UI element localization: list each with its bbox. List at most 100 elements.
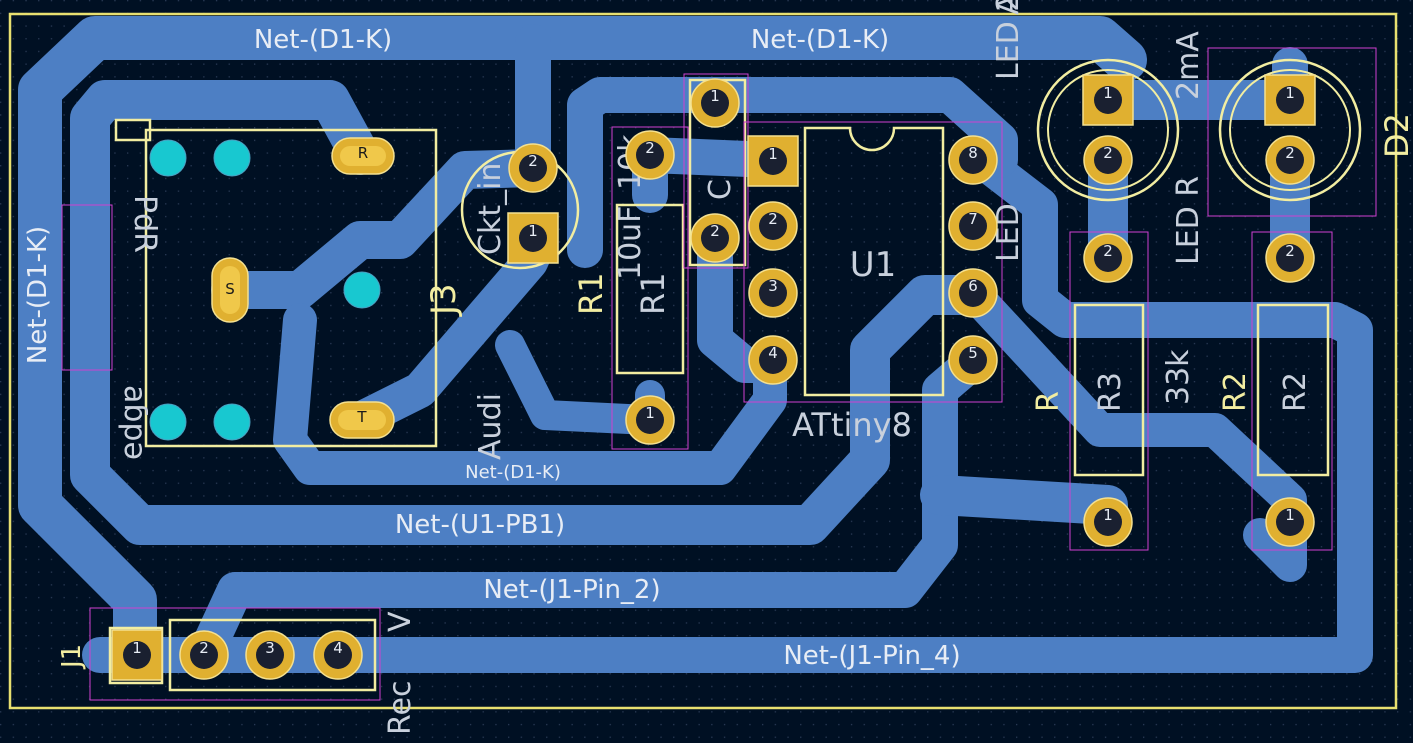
d2-courtyard (1207, 47, 1377, 217)
net-label-d1k-top-right: Net-(D1-K) (751, 25, 889, 55)
ref-cap-c: C (703, 179, 738, 200)
track-j3-s[interactable] (211, 149, 552, 309)
net-label-d1k-left: Net-(D1-K) (23, 226, 53, 364)
j3-outline (144, 128, 438, 448)
ref-j1: J1 (57, 644, 87, 670)
ref-pdr2: aɓpǝ (117, 385, 152, 460)
r3-outline (1073, 303, 1145, 477)
pad-u1-7[interactable]: 7 (948, 201, 998, 251)
ref-j3: J3 (424, 283, 464, 317)
net-label-d1k-top-left: Net-(D1-K) (254, 25, 392, 55)
u1-outline (803, 126, 945, 397)
ref-r1-value: 10uF (613, 206, 648, 280)
net-label-d1k-bottom: Net-(D1-K) (465, 462, 561, 483)
pad-u1-4[interactable]: 4 (748, 335, 798, 385)
j3-fab (114, 118, 152, 142)
pad-u1-1-label: 1 (768, 145, 778, 163)
ref-u1-value: ATtiny8 (792, 406, 912, 444)
pad-cap-1[interactable]: 1 (507, 212, 559, 264)
pad-r3-2[interactable]: 2 (1083, 233, 1133, 283)
pad-j1-2-label: 2 (199, 639, 209, 657)
track-d1k-outer[interactable] (18, 16, 1147, 677)
pad-r3-1-label: 1 (1103, 506, 1113, 524)
pad-r2-2[interactable]: 2 (1265, 233, 1315, 283)
pad-r3-2-label: 2 (1103, 242, 1113, 260)
net-labels: Net-(D1-K) Net-(D1-K) Net-(D1-K) Net-(D1… (23, 25, 961, 671)
net-label-j1-pin2: Net-(J1-Pin_2) (483, 575, 660, 605)
via-5 (213, 403, 251, 441)
pad-c-1[interactable]: 1 (690, 78, 740, 128)
pad-u1-5[interactable]: 5 (948, 335, 998, 385)
pad-r3-1[interactable]: 1 (1083, 497, 1133, 547)
pad-j3-r[interactable]: R (331, 137, 395, 175)
ref-j3-value2: Ckt_in (473, 163, 508, 255)
pad-j1-3-label: 3 (265, 639, 275, 657)
pad-j3-r-label: R (358, 144, 368, 162)
via-2 (213, 139, 251, 177)
pad-cap-2[interactable]: 2 (508, 143, 558, 193)
pad-r1-1[interactable]: 1 (625, 395, 675, 445)
d2-outline (1218, 58, 1362, 202)
pad-d1-2[interactable]: 2 (1083, 135, 1133, 185)
pad-j1-4-label: 4 (333, 639, 343, 657)
r2-outline (1256, 303, 1330, 477)
u1-courtyard (743, 121, 1003, 403)
pad-cap-1-label: 1 (528, 222, 538, 240)
ref-led2: LED 2 (991, 0, 1026, 80)
pad-u1-6[interactable]: 6 (948, 268, 998, 318)
pad-d1-1[interactable]: 1 (1082, 74, 1134, 126)
pad-u1-2[interactable]: 2 (748, 201, 798, 251)
pad-d2-1[interactable]: 1 (1264, 74, 1316, 126)
net-label-j1-pin4: Net-(J1-Pin_4) (783, 641, 960, 671)
pads[interactable]: R S T 2 1 2 (111, 74, 1316, 681)
pad-u1-8-label: 8 (968, 144, 978, 162)
d1-outline (1036, 58, 1180, 202)
pad-j1-2[interactable]: 2 (179, 630, 229, 680)
pad-j1-1[interactable]: 1 (111, 629, 163, 681)
via-4 (149, 403, 187, 441)
ref-led-r: LED R (1171, 176, 1206, 265)
track-r3[interactable] (920, 475, 1128, 540)
ref-a-top: A (991, 0, 1026, 15)
pad-d2-2-label: 2 (1285, 144, 1295, 162)
track-j1-pin2[interactable] (187, 342, 993, 673)
vias (149, 139, 381, 441)
pad-d2-2[interactable]: 2 (1265, 135, 1315, 185)
pad-j1-4[interactable]: 4 (313, 630, 363, 680)
track-u1pb1[interactable] (70, 80, 995, 545)
pad-d1-2-label: 2 (1103, 144, 1113, 162)
pad-c-2-label: 2 (710, 222, 720, 240)
pad-r1-1-label: 1 (645, 404, 655, 422)
ref-pdr: PdR (127, 195, 162, 253)
pad-u1-3[interactable]: 3 (748, 268, 798, 318)
track-u1-bus[interactable] (567, 77, 1018, 268)
board-edge (8, 12, 1398, 710)
pad-u1-8[interactable]: 8 (948, 135, 998, 185)
ref-r2-silk: R2 (1218, 372, 1253, 412)
pad-u1-1[interactable]: 1 (747, 135, 799, 187)
ref-j1-value2: V (383, 611, 418, 632)
ref-r1-silk: R1 (572, 272, 610, 315)
pad-j3-s[interactable]: S (211, 257, 249, 323)
pad-cap-2-label: 2 (528, 152, 538, 170)
pad-u1-3-label: 3 (768, 277, 778, 295)
ref-j1-value: Rec (383, 681, 418, 735)
r2-courtyard (1251, 231, 1333, 551)
pad-j1-3[interactable]: 3 (245, 630, 295, 680)
d1-inner (1047, 69, 1169, 191)
pad-j3-s-label: S (225, 280, 235, 298)
pad-u1-7-label: 7 (968, 210, 978, 228)
pad-u1-4-label: 4 (768, 344, 778, 362)
pad-d1-1-label: 1 (1103, 84, 1113, 102)
pad-d2-1-label: 1 (1285, 84, 1295, 102)
track-j1-pin4[interactable] (322, 137, 1373, 673)
track-d1k-bottom[interactable] (273, 303, 787, 485)
pad-j3-t[interactable]: T (329, 401, 395, 439)
pad-u1-6-label: 6 (968, 277, 978, 295)
pad-r2-1[interactable]: 1 (1265, 497, 1315, 547)
pad-r1-2[interactable]: 2 (625, 130, 675, 180)
ref-r3-value: 33k (1161, 349, 1196, 405)
pad-c-2[interactable]: 2 (690, 213, 740, 263)
ref-u1: U1 (850, 245, 897, 285)
